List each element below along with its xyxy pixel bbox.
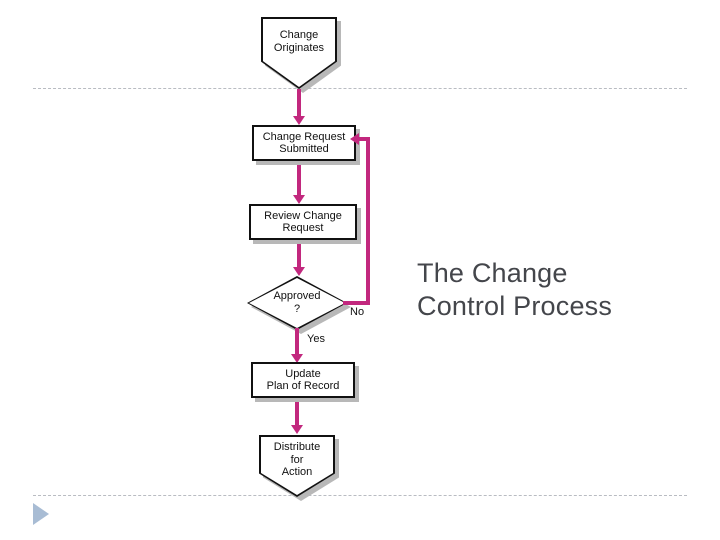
page-title: The Change Control Process (417, 258, 613, 321)
edge-yes-branch (295, 328, 299, 357)
edge-no-branch-vertical (366, 137, 370, 305)
node-review-change-request-label: Review Change Request (264, 209, 342, 235)
edge-originates-to-submitted (297, 89, 301, 119)
edge-no-branch-horizontal (343, 301, 370, 305)
edge-update-to-distribute (295, 402, 299, 428)
node-distribute-for-action-label: Distribute for Action (273, 441, 321, 478)
node-update-plan-of-record-label: Update Plan of Record (266, 367, 340, 393)
node-change-originates-label: Change Originates (273, 29, 325, 54)
edge-submitted-to-review (297, 165, 301, 198)
change-control-flowchart: Change Originates Change Request Submitt… (225, 8, 405, 501)
edge-review-to-approved (297, 244, 301, 270)
edge-submitted-to-review-arrowhead (293, 195, 305, 204)
edge-originates-to-submitted-arrowhead (293, 116, 305, 125)
node-update-plan-of-record: Update Plan of Record (251, 362, 355, 398)
edge-label-no: No (350, 306, 365, 318)
edge-update-to-distribute-arrowhead (291, 425, 303, 434)
slide-divider-bottom (33, 495, 687, 496)
node-approved-decision: Approved ? (247, 276, 347, 330)
edge-no-branch-arrowhead (350, 133, 359, 145)
edge-label-yes: Yes (307, 333, 325, 345)
node-change-request-submitted: Change Request Submitted (252, 125, 356, 161)
edge-no-branch-return (356, 137, 370, 141)
node-approved-label: Approved ? (273, 290, 321, 315)
node-change-originates: Change Originates (261, 17, 337, 89)
node-change-request-submitted-label: Change Request Submitted (262, 130, 346, 156)
node-distribute-for-action: Distribute for Action (259, 435, 335, 497)
node-review-change-request: Review Change Request (249, 204, 357, 240)
slide-divider-top (33, 88, 687, 89)
edge-review-to-approved-arrowhead (293, 267, 305, 276)
edge-yes-branch-arrowhead (291, 354, 303, 363)
play-triangle-icon (33, 503, 49, 525)
